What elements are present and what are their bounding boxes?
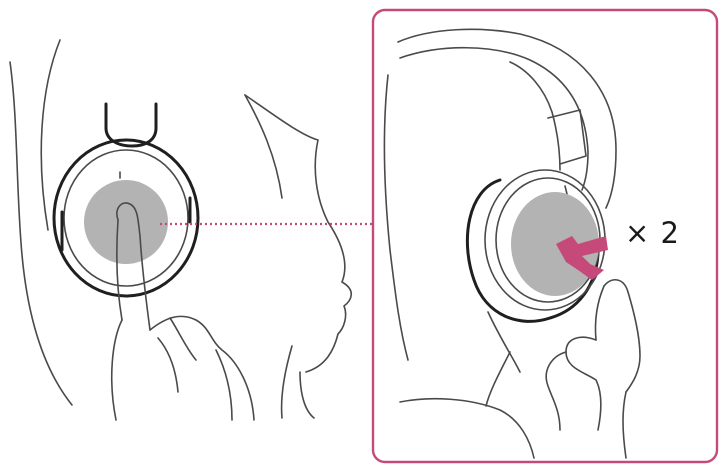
face-profile — [245, 95, 351, 372]
touch-sensor-panel-left — [84, 180, 168, 264]
hand-finger-fold-2 — [158, 338, 178, 392]
hand-knuckles — [150, 316, 254, 420]
hand-finger-fold-3 — [216, 350, 232, 420]
neck-line — [300, 372, 314, 418]
hand-palm — [112, 320, 122, 420]
left-view-illustration — [10, 40, 351, 420]
hair-line — [245, 95, 282, 198]
double-tap-count-label: × 2 — [625, 216, 680, 250]
head-back-curve — [41, 40, 60, 230]
hand-finger-fold-1 — [170, 318, 196, 360]
jaw-line — [282, 346, 292, 418]
